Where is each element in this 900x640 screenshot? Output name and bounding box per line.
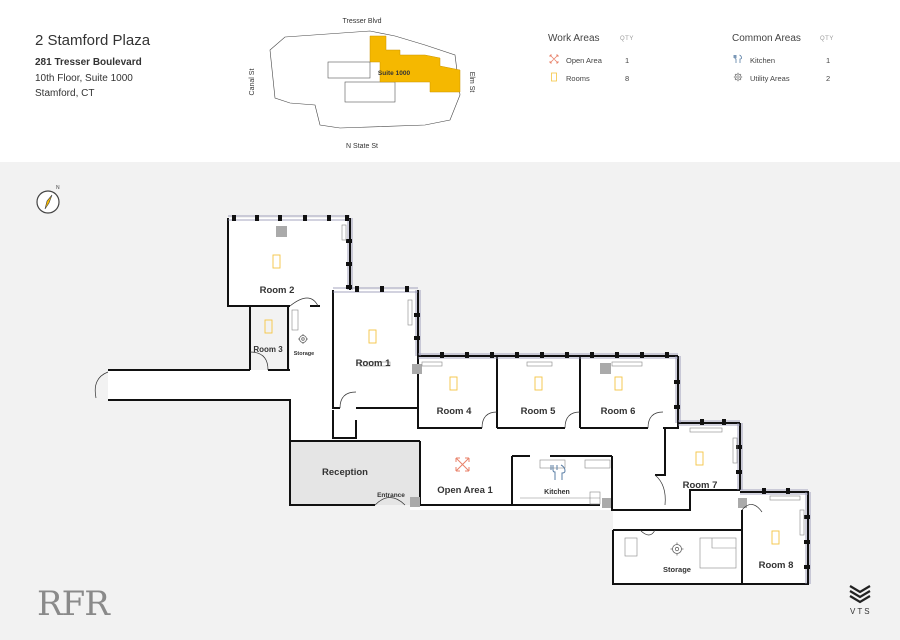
street-west: Canal St <box>249 69 256 96</box>
mullions <box>232 215 810 569</box>
room-icons <box>264 254 780 545</box>
room-3-label[interactable]: Room 3 <box>253 345 283 354</box>
room-4-label[interactable]: Room 4 <box>437 406 473 417</box>
building-west-wing <box>327 61 371 79</box>
building-core <box>344 81 396 103</box>
address-line-2: 10th Floor, Suite 1000 <box>35 73 133 84</box>
legend-rooms-qty: 8 <box>625 74 630 83</box>
open-area-label[interactable]: Open Area 1 <box>437 485 493 496</box>
vts-logo-text: VTS <box>850 607 872 616</box>
storage-large-label[interactable]: Storage <box>663 565 691 574</box>
compass-label: N <box>56 185 60 191</box>
doors <box>94 297 763 536</box>
entrance-label[interactable]: Entrance <box>377 492 405 499</box>
open-area-plan-icon <box>455 457 470 472</box>
room-5-label[interactable]: Room 5 <box>521 406 557 417</box>
reception-label[interactable]: Reception <box>322 467 368 478</box>
floor-fill <box>108 218 808 584</box>
street-east: Elm St <box>468 72 475 93</box>
legend-utility-label: Utility Areas <box>750 74 790 83</box>
suite-label: Suite 1000 <box>378 70 411 77</box>
storage-small-label[interactable]: Storage <box>294 351 314 357</box>
vts-logo-icon <box>849 585 871 604</box>
address-line-1: 281 Tresser Boulevard <box>35 57 142 68</box>
columns <box>276 226 747 508</box>
legend-qty-header-work: QTY <box>620 36 634 42</box>
room-6-label[interactable]: Room 6 <box>601 406 636 417</box>
room-icon <box>551 72 557 82</box>
furniture <box>291 224 805 569</box>
key-map: Tresser Blvd N State St Canal St Elm St … <box>249 18 475 150</box>
open-area-icon <box>549 54 559 64</box>
utility-plan-icons <box>298 334 684 556</box>
windows <box>228 215 811 584</box>
legend-work-areas-title: Work Areas <box>548 33 600 44</box>
street-north: Tresser Blvd <box>342 18 381 25</box>
reception-area <box>290 441 420 505</box>
room-2-label[interactable]: Room 2 <box>260 285 295 296</box>
legend-utility-qty: 2 <box>826 74 831 83</box>
room-1-label[interactable]: Room 1 <box>356 358 392 369</box>
rfr-logo: RFR <box>37 584 110 624</box>
address-line-3: Stamford, CT <box>35 88 95 99</box>
legend-qty-header-common: QTY <box>820 36 834 42</box>
kitchen-plan-icon <box>550 464 566 480</box>
legend-rooms-label: Rooms <box>566 74 590 83</box>
street-south: N State St <box>346 143 378 150</box>
compass-icon: N <box>36 185 60 214</box>
legend-kitchen-label: Kitchen <box>750 56 776 65</box>
site-outline <box>269 30 461 129</box>
kitchen-label[interactable]: Kitchen <box>544 489 570 496</box>
room-7-label[interactable]: Room 7 <box>683 480 718 491</box>
legend-open-area-qty: 1 <box>625 56 630 65</box>
building-name: 2 Stamford Plaza <box>35 32 151 49</box>
walls <box>108 218 809 585</box>
kitchen-icon <box>733 54 742 63</box>
gear-icon <box>733 72 743 82</box>
legend-kitchen-qty: 1 <box>826 56 831 65</box>
legend-open-area-label: Open Area <box>566 56 602 65</box>
legend-common-areas-title: Common Areas <box>732 33 801 44</box>
room-8-label[interactable]: Room 8 <box>759 560 794 571</box>
suite-highlight <box>369 35 461 93</box>
